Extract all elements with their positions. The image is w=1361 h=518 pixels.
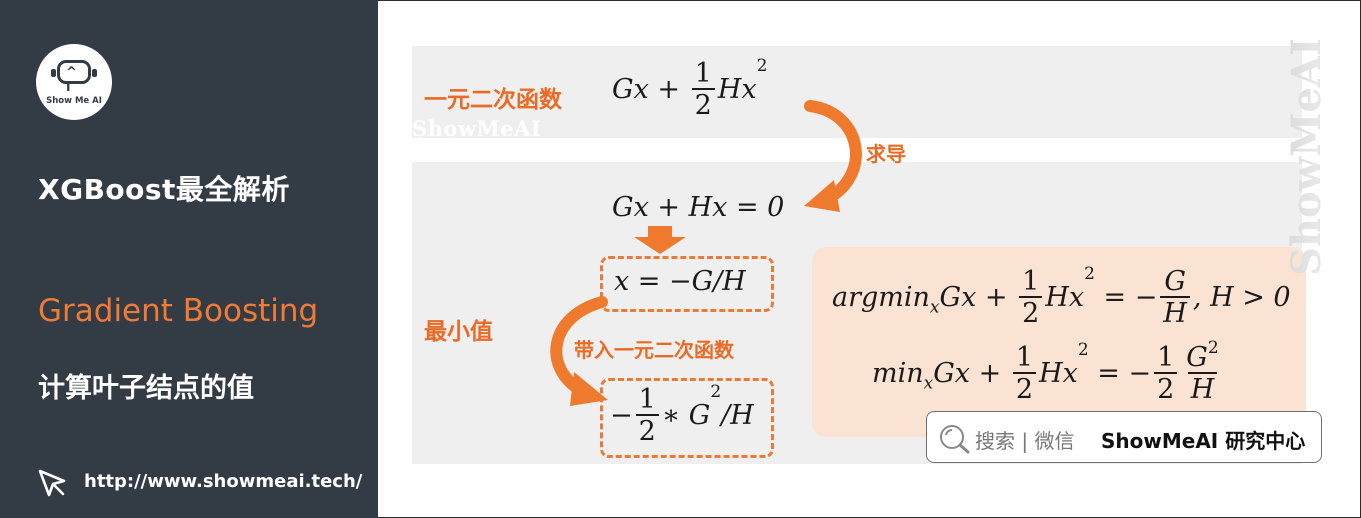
robot-icon: ^ ı [51, 60, 97, 95]
result-box [812, 247, 1306, 437]
website-link[interactable]: http://www.showmeai.tech/ [84, 471, 363, 492]
search-icon [940, 425, 970, 454]
derivative-arrow [804, 100, 862, 212]
minvalue-box [600, 378, 774, 458]
section-title: 计算叶子结点的值 [38, 373, 254, 404]
sidebar: ^ ı Show Me AI XGBoost最全解析 Gradient Boos… [0, 0, 378, 518]
label-quadratic: 一元二次函数 [424, 87, 562, 113]
label-derivative: 求导 [866, 142, 906, 166]
logo-text: Show Me AI [46, 96, 102, 106]
topic-subtitle: Gradient Boosting [38, 293, 319, 329]
search-hint: 搜索 | 微信 [975, 429, 1075, 453]
down-arrow [634, 226, 686, 254]
watermark-vertical: ShowMeAI [1284, 40, 1328, 276]
svg-text:ShowMeAI: ShowMeAI [1284, 40, 1328, 276]
label-min: 最小值 [424, 319, 493, 345]
solution-box [600, 256, 774, 312]
cursor-click-icon [38, 469, 66, 497]
showmeai-logo[interactable]: ^ ı Show Me AI [36, 44, 112, 120]
equation-solution: x = −G/H [614, 266, 746, 297]
page-title: XGBoost最全解析 [38, 173, 290, 206]
label-substitute: 带入一元二次函数 [574, 338, 734, 362]
top-panel [412, 46, 1302, 138]
watermark-horizontal: ShowMeAI [412, 116, 542, 141]
search-bar[interactable]: 搜索 | 微信 ShowMeAI 研究中心 [926, 411, 1322, 463]
search-brand: ShowMeAI 研究中心 [1101, 429, 1306, 453]
equation-derivative: Gx + Hx = 0 [612, 192, 785, 223]
substitute-arrow [550, 296, 608, 406]
